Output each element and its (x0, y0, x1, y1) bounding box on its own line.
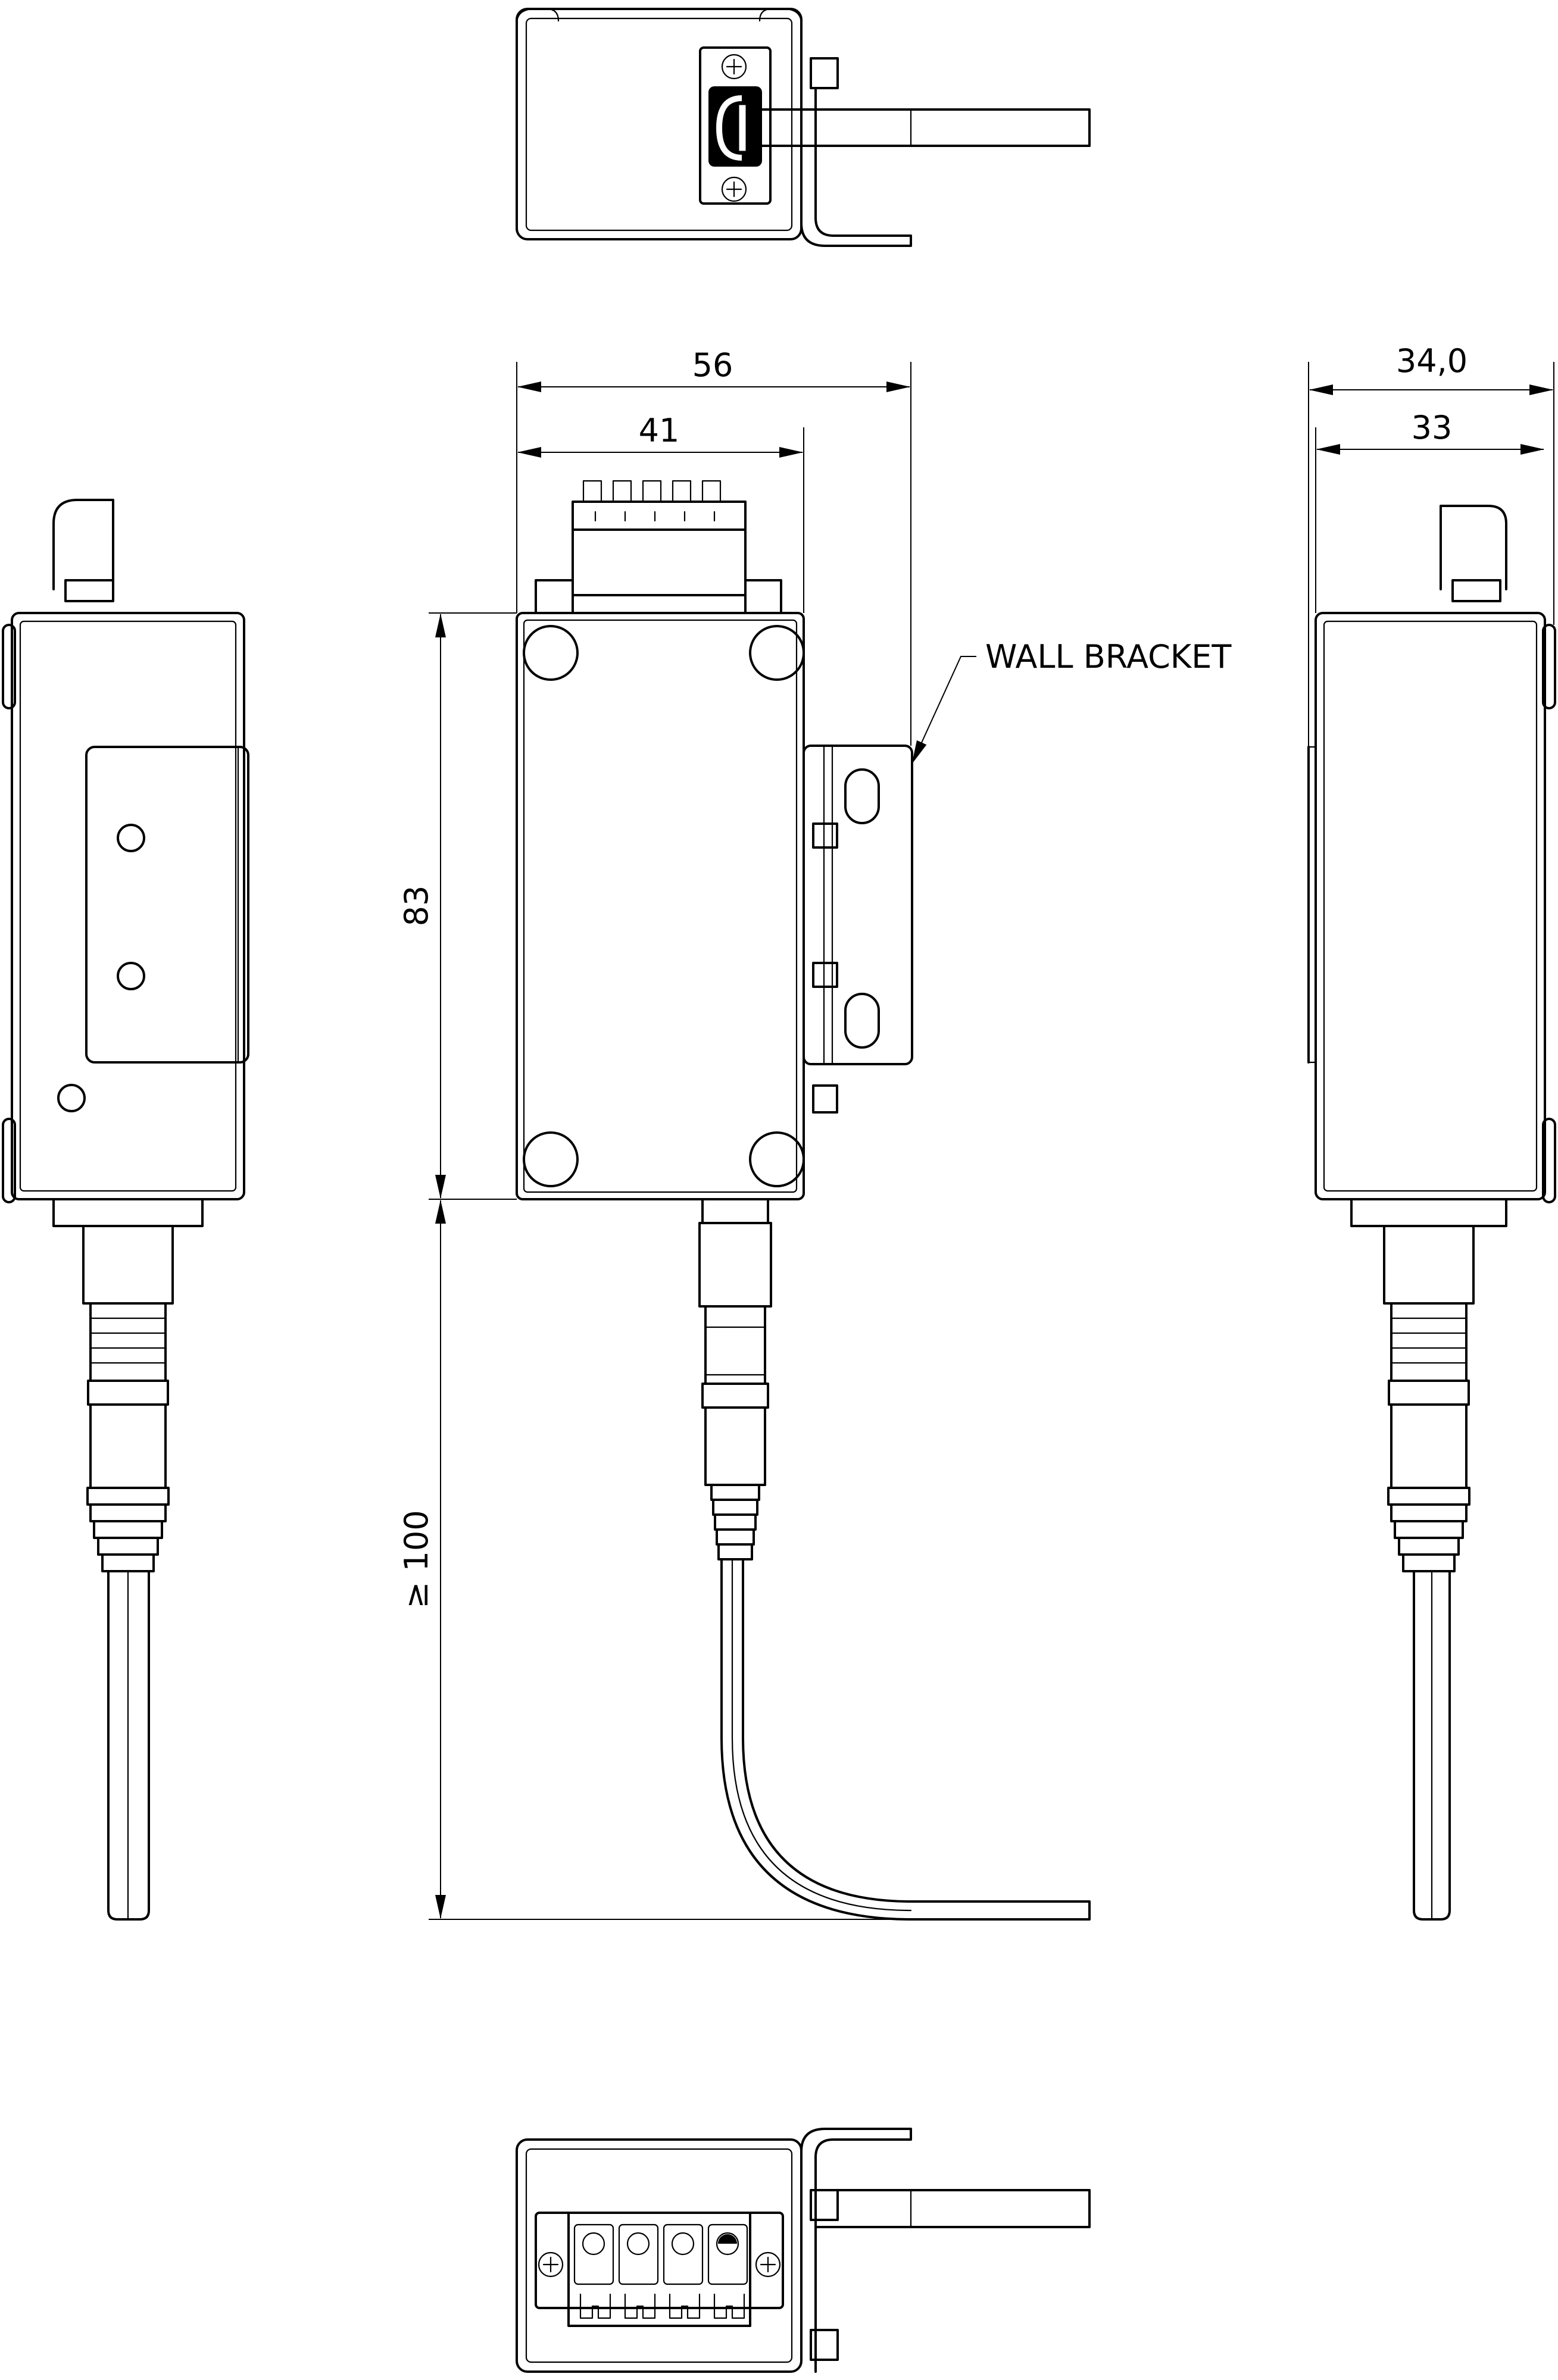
dim-label-33: 33 (1412, 409, 1453, 446)
mounting-hole-tl (523, 625, 579, 681)
dim-label-34: 34,0 (1396, 342, 1468, 380)
wall-bracket-callout: WALL BRACKET (911, 638, 1232, 764)
mounting-hole-bl (523, 1131, 579, 1187)
dimensions: 56 41 83 ≥ 100 34,0 33 (398, 342, 1554, 1920)
mounting-hole-br (749, 1131, 805, 1187)
dim-label-41: 41 (639, 412, 680, 449)
bottom-view (516, 2128, 1091, 2373)
wall-bracket-label: WALL BRACKET (985, 638, 1232, 675)
dim-label-100: ≥ 100 (398, 1510, 435, 1608)
dim-label-83: 83 (398, 886, 435, 927)
bottom-terminal-block (535, 2212, 784, 2327)
front-body (516, 612, 805, 1200)
left-side-view (2, 499, 249, 1921)
top-view (516, 8, 1091, 247)
wall-bracket (803, 745, 913, 1114)
front-terminal-block (535, 480, 782, 614)
right-side-view (1307, 505, 1556, 1921)
top-connector (699, 46, 772, 205)
front-view (516, 480, 1091, 1921)
mounting-hole-tr (749, 625, 805, 681)
dim-label-56: 56 (692, 346, 733, 384)
front-cable-assembly (698, 1198, 1091, 1921)
